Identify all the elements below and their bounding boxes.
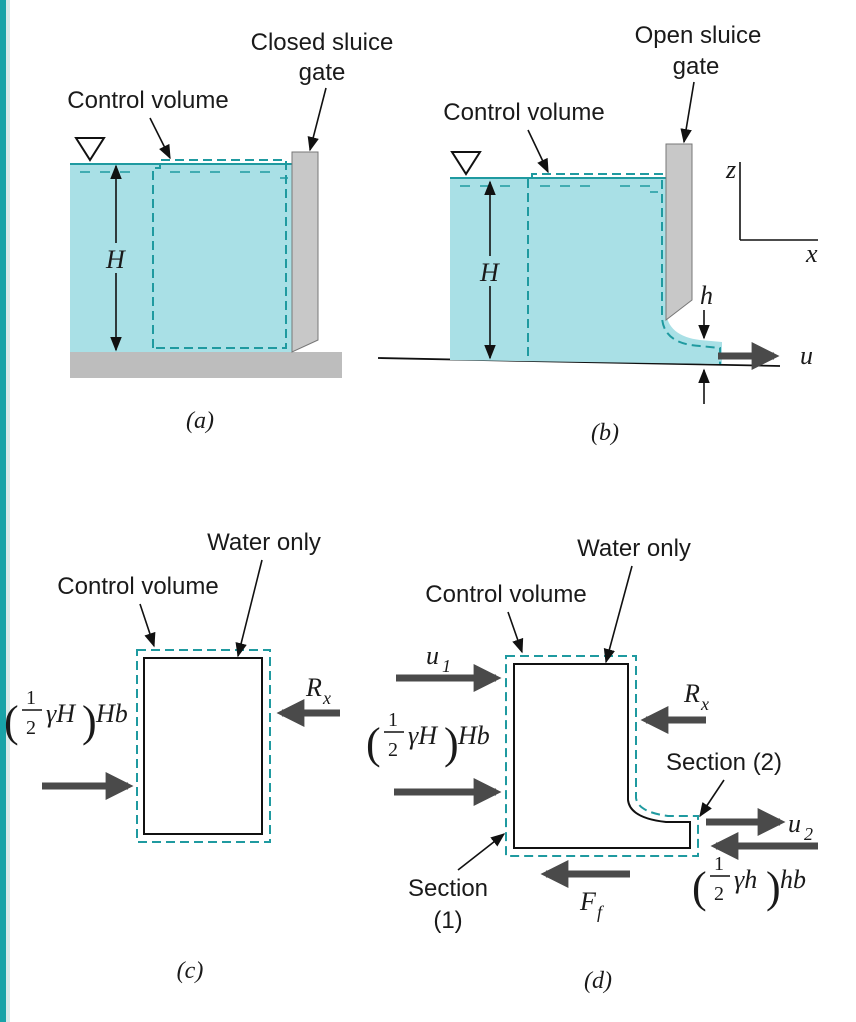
friction-sub: f xyxy=(597,902,605,922)
cv-label-a: Control volume xyxy=(67,87,228,114)
gate-label-a-line2: gate xyxy=(299,59,346,86)
gate-label-b: Open sluice xyxy=(635,22,762,49)
water-body-b xyxy=(450,178,722,364)
svg-text:): ) xyxy=(766,863,781,912)
friction-label: F xyxy=(579,887,597,916)
gate-label-b-line2: gate xyxy=(673,53,720,80)
water-shape-d xyxy=(513,663,691,849)
control-volume-a xyxy=(152,159,287,349)
free-surface-symbol-b xyxy=(450,151,482,176)
hydrostatic-force-label-c: ( 1 2 γH ) Hb xyxy=(4,687,128,746)
svg-text:): ) xyxy=(82,697,97,746)
svg-text:2: 2 xyxy=(714,883,724,905)
reaction-sub-c: x xyxy=(322,688,331,708)
panel-d: Water only Control volume u 1 ( 1 2 γH )… xyxy=(366,535,818,994)
ground-b xyxy=(377,357,781,367)
water-only-label-d: Water only xyxy=(577,535,691,562)
axis-z-label: z xyxy=(725,155,736,184)
depth-label-a: H xyxy=(105,245,126,274)
inlet-velocity-sub: 1 xyxy=(442,656,451,676)
svg-text:1: 1 xyxy=(388,709,398,731)
svg-text:2: 2 xyxy=(26,717,36,739)
outlet-depth-label: h xyxy=(700,281,713,310)
closed-gate-a xyxy=(291,151,319,353)
reaction-sub-d: x xyxy=(700,694,709,714)
panel-b: H h u z x Open sluice gate Control volum… xyxy=(377,22,818,446)
svg-text:Hb: Hb xyxy=(95,699,128,728)
caption-c: (c) xyxy=(177,958,204,984)
svg-text:): ) xyxy=(444,719,459,768)
gate-label-a: Closed sluice xyxy=(251,29,394,56)
section2-label: Section (2) xyxy=(666,749,782,776)
svg-text:(: ( xyxy=(366,719,381,768)
caption-a: (a) xyxy=(186,408,214,434)
cv-label-b: Control volume xyxy=(443,99,604,126)
water-box-c xyxy=(143,657,263,835)
surface-ripples-a xyxy=(80,171,288,179)
axes-b: z x xyxy=(725,155,818,268)
axis-x-label: x xyxy=(805,239,818,268)
water-body-a xyxy=(70,164,292,352)
hydrostatic-force-label-d: ( 1 2 γH ) Hb xyxy=(366,709,490,768)
outlet-velocity-label: u xyxy=(788,809,801,838)
cv-label-c: Control volume xyxy=(57,573,218,600)
water-only-label-c: Water only xyxy=(207,529,321,556)
svg-text:γH: γH xyxy=(408,721,438,750)
open-gate-b xyxy=(665,143,693,322)
control-volume-b xyxy=(527,173,721,364)
svg-text:γH: γH xyxy=(46,699,76,728)
reaction-label-d: R xyxy=(683,679,700,708)
svg-text:2: 2 xyxy=(388,739,398,761)
ground-a xyxy=(70,352,342,378)
page-edge xyxy=(0,0,10,1022)
free-surface-symbol-a xyxy=(74,137,106,162)
outlet-force-label-d: ( 1 2 γh ) hb xyxy=(692,853,806,912)
reaction-label-c: R xyxy=(305,673,322,702)
velocity-label-b: u xyxy=(800,341,813,370)
svg-text:1: 1 xyxy=(26,687,36,709)
control-volume-c xyxy=(136,649,271,843)
svg-text:(: ( xyxy=(692,863,707,912)
svg-text:hb: hb xyxy=(780,865,806,894)
inlet-velocity-label: u xyxy=(426,641,439,670)
svg-text:Hb: Hb xyxy=(457,721,490,750)
cv-label-d: Control volume xyxy=(425,581,586,608)
svg-text:(: ( xyxy=(4,697,19,746)
caption-b: (b) xyxy=(591,420,619,446)
section1-label-line2: (1) xyxy=(433,907,462,934)
panel-a: H Closed sluice gate Control volume (a) xyxy=(67,29,393,434)
panel-c: Water only Control volume ( 1 2 γH ) Hb … xyxy=(4,529,340,984)
control-volume-d xyxy=(505,655,699,857)
svg-text:1: 1 xyxy=(714,853,724,875)
caption-d: (d) xyxy=(584,968,612,994)
depth-label-b: H xyxy=(479,258,500,287)
section1-label: Section xyxy=(408,875,488,902)
outlet-velocity-sub: 2 xyxy=(804,824,813,844)
svg-text:γh: γh xyxy=(734,865,757,894)
